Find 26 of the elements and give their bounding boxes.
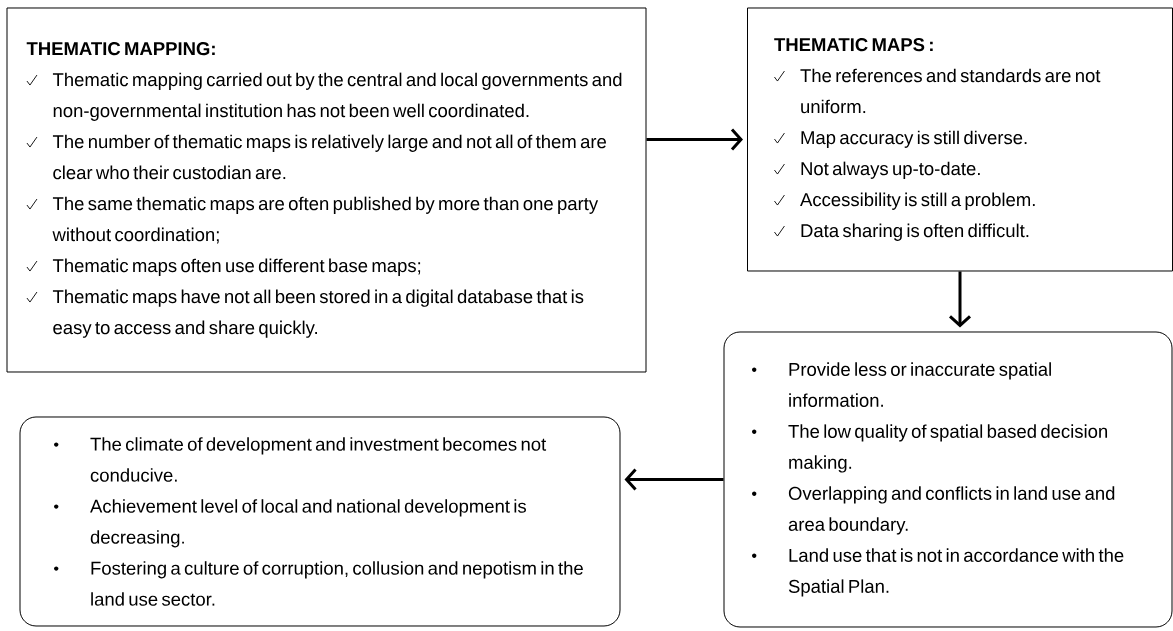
list-item: Overlapping and conflicts in land use and area boundary. — [788, 486, 1115, 535]
list-item: The same thematic maps are often published by more than one party without coordination; — [52, 196, 599, 244]
heading: THEMATIC MAPPING: — [26, 42, 215, 56]
heading: THEMATIC MAPS : — [774, 38, 933, 52]
arrow — [949, 271, 971, 328]
list-item: Thematic maps often use different base maps; — [52, 258, 421, 276]
arrow — [624, 468, 724, 491]
list-item: Data sharing is often difficult. — [801, 223, 1029, 241]
list-item: Thematic maps have not all been stored in a digital database that is easy to access and share quickly. — [52, 289, 584, 338]
list-item: Not always up-to-date. — [801, 161, 980, 179]
text-box — [747, 7, 1173, 272]
list-item: Fostering a culture of corruption, collusion and nepotism in the land use sector. — [91, 561, 583, 606]
list-item: Provide less or inaccurate spatial information. — [789, 362, 1051, 407]
rounded-box — [723, 331, 1173, 628]
rounded-box — [19, 416, 621, 627]
list-item: Map accuracy is still diverse. — [801, 130, 1027, 148]
list-item: Thematic mapping carried out by the central and local governments and non-governmental institution has not been well coordinated. — [52, 72, 622, 121]
list-item: Land use that is not in accordance with the Spatial Plan. — [788, 548, 1124, 597]
text-box — [6, 7, 647, 373]
list-item: Accessibility is still a problem. — [800, 192, 1035, 210]
list-item: The number of thematic maps is relatively large and not all of them are clear who their custodian are. — [52, 134, 606, 180]
list-item: Achievement level of local and national development is decreasing. — [90, 499, 526, 548]
arrow — [646, 128, 743, 151]
list-item: The low quality of spatial based decision making. — [788, 424, 1108, 473]
list-item: The references and standards are not uniform. — [800, 68, 1101, 114]
list-item: The climate of development and investment becomes not conducive. — [90, 437, 547, 482]
